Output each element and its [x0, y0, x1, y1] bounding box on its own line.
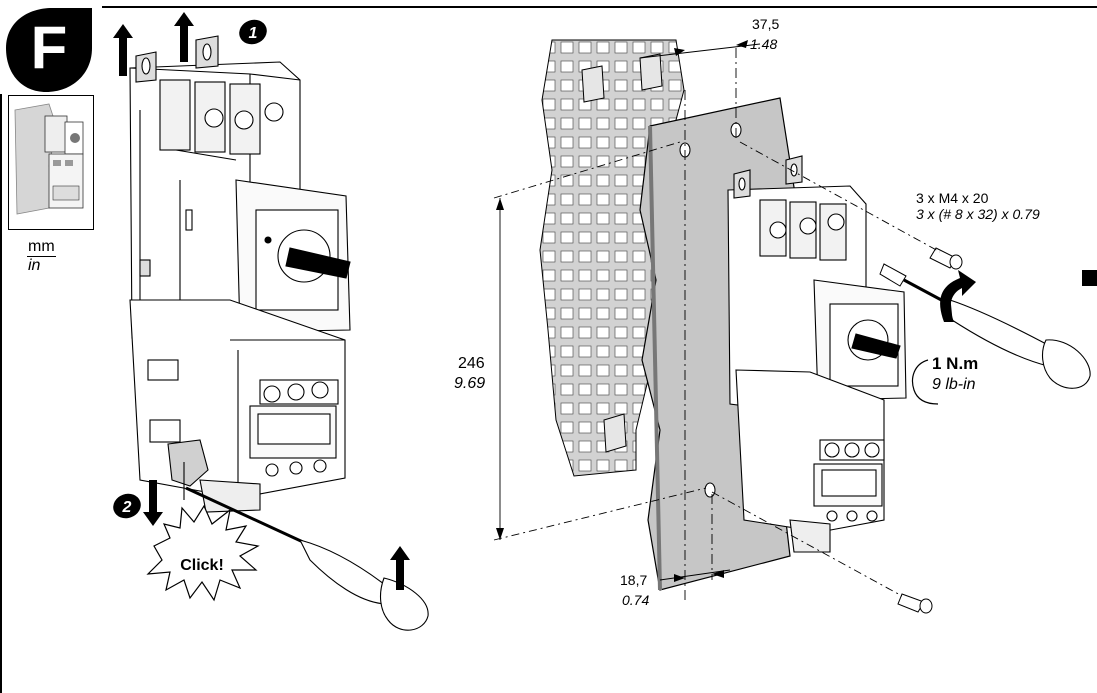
rotation-arrow	[940, 270, 976, 322]
torque-curl	[911, 359, 939, 405]
bottom-offset-in: 0.74	[622, 592, 650, 608]
frame-top-rule	[102, 6, 1097, 8]
top-offset-mm: 37,5	[752, 16, 780, 32]
click-burst: Click!	[146, 504, 260, 602]
right-starter-assembly	[727, 155, 907, 553]
height-mm: 246	[458, 355, 485, 372]
end-marker	[1082, 270, 1097, 286]
plate-clips	[581, 53, 663, 453]
section-badge: F	[6, 8, 92, 92]
section-letter: F	[31, 14, 68, 81]
unit-in: in	[28, 257, 41, 274]
screw-metric-label: 3 x M4 x 20	[916, 190, 989, 206]
step-1-label: 1	[249, 25, 258, 42]
step-2-label: 2	[122, 499, 132, 516]
lever-up-arrow	[390, 546, 410, 590]
screws	[879, 247, 963, 614]
left-starter-assembly	[129, 35, 429, 631]
lift-arrows	[113, 12, 410, 590]
top-offset-in: 1.48	[750, 36, 778, 52]
torque-imperial-label: 9 lb-in	[932, 376, 976, 393]
unit-legend: mm in	[27, 238, 56, 275]
bottom-offset-mm: 18,7	[620, 572, 648, 588]
right-screwdriver	[903, 278, 1091, 389]
click-label: Click!	[180, 557, 224, 574]
dimension-lines	[493, 43, 941, 600]
torque-metric-label: 1 N.m	[932, 354, 979, 373]
step-2-marker: 2	[113, 493, 141, 519]
height-in: 9.69	[454, 375, 486, 392]
push-down-arrow	[143, 480, 163, 526]
thumbnail-image	[8, 95, 94, 230]
step-1-marker: 1	[239, 19, 267, 45]
screw-imperial-label: 3 x (# 8 x 32) x 0.79	[916, 206, 1040, 222]
unit-mm: mm	[27, 238, 56, 257]
frame-left-rule	[0, 94, 2, 693]
